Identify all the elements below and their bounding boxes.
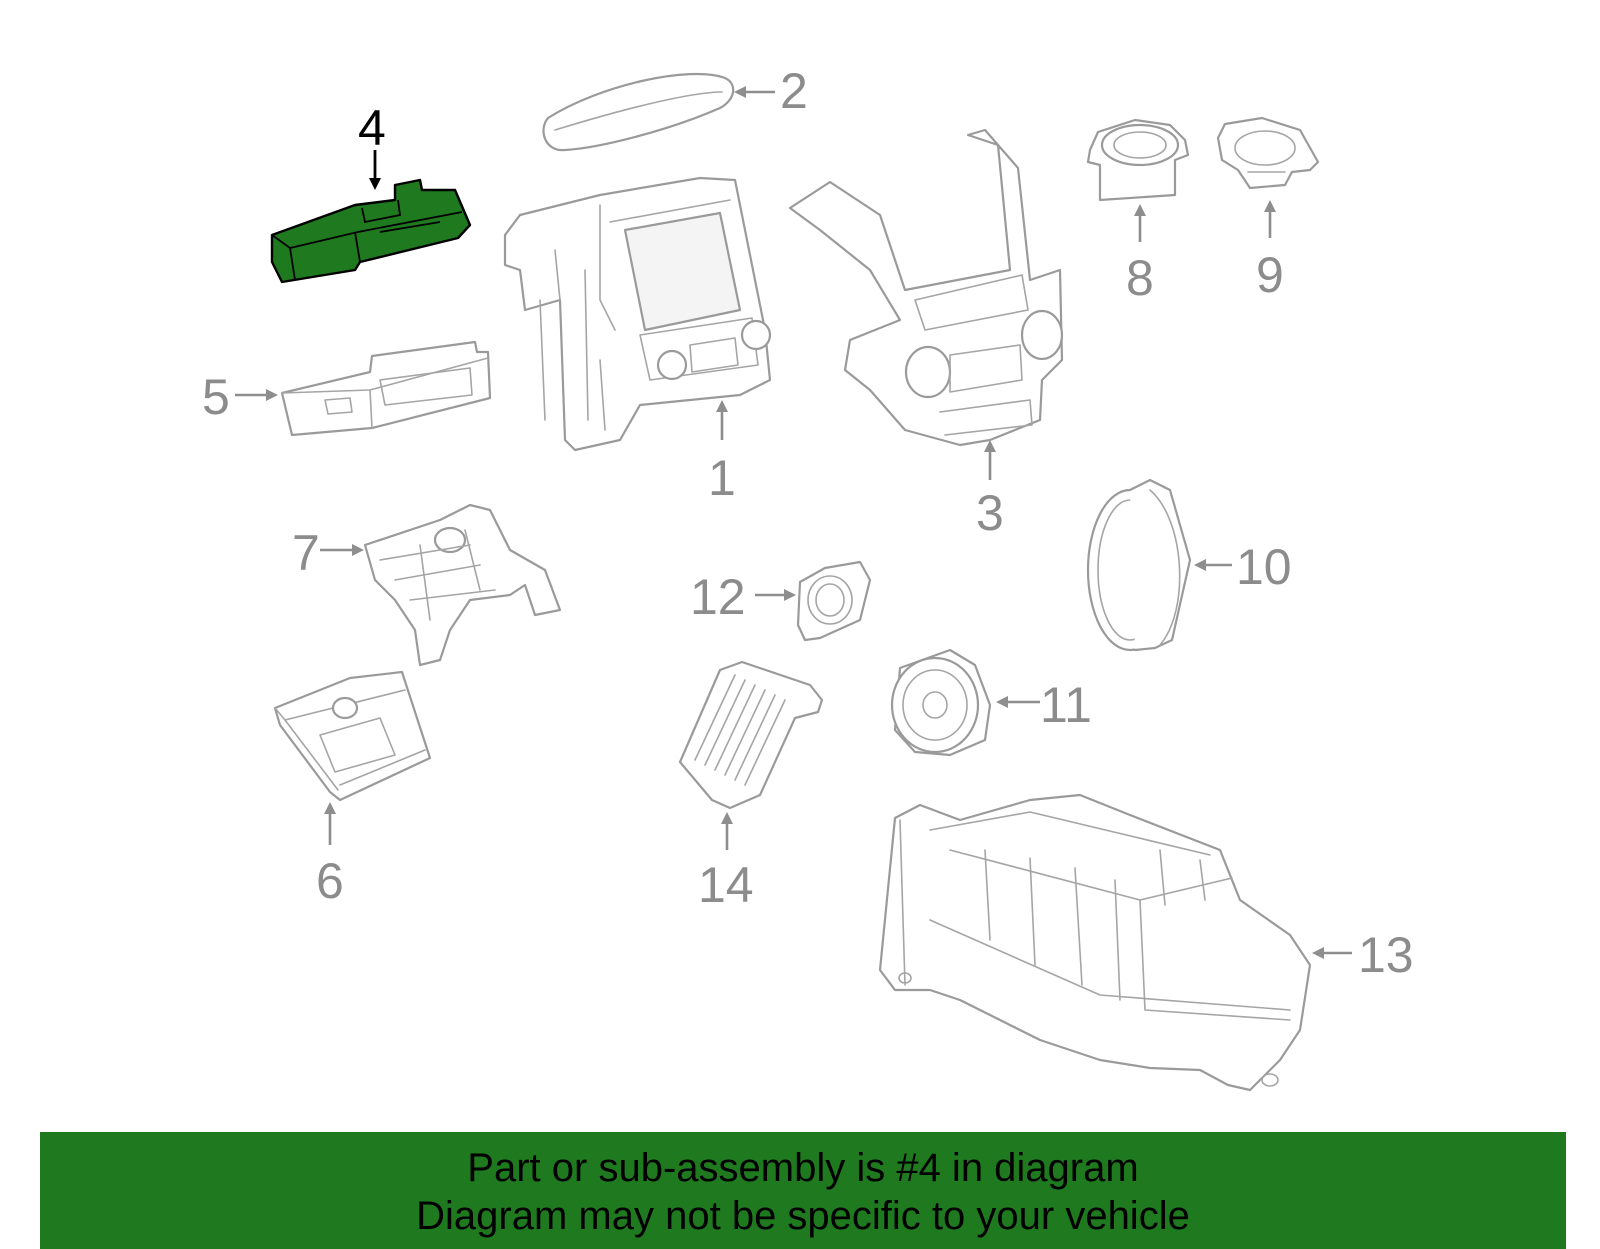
part-2-trim-cover[interactable] — [542, 72, 735, 152]
part-13-subwoofer[interactable] — [878, 793, 1312, 1092]
part-7-bracket[interactable] — [363, 503, 562, 667]
callout-7: 7 — [292, 525, 364, 581]
callout-11: 11 — [996, 677, 1092, 733]
callout-12: 12 — [690, 569, 796, 625]
part-6-module[interactable] — [273, 670, 432, 802]
part-5-control-module[interactable] — [280, 340, 492, 437]
banner-line-1: Part or sub-assembly is #4 in diagram — [467, 1146, 1139, 1190]
callout-1: 1 — [708, 400, 736, 506]
callout-2: 2 — [734, 63, 808, 119]
svg-text:6: 6 — [316, 853, 344, 909]
callout-9: 9 — [1256, 200, 1284, 303]
part-11-speaker[interactable] — [890, 648, 992, 757]
svg-text:12: 12 — [690, 569, 746, 625]
callout-3: 3 — [976, 440, 1004, 541]
svg-text:1: 1 — [708, 450, 736, 506]
callout-13: 13 — [1312, 927, 1414, 983]
part-9-tweeter[interactable] — [1216, 116, 1320, 190]
svg-text:14: 14 — [698, 857, 754, 913]
part-12-tweeter[interactable] — [796, 560, 872, 642]
callout-6: 6 — [316, 802, 344, 909]
callout-5: 5 — [202, 369, 278, 425]
callout-4: 4 — [358, 100, 386, 190]
banner-line-2: Diagram may not be specific to your vehi… — [416, 1194, 1190, 1238]
part-8-tweeter[interactable] — [1086, 118, 1190, 202]
svg-text:2: 2 — [780, 63, 808, 119]
callout-8: 8 — [1126, 204, 1154, 306]
callout-10: 10 — [1194, 539, 1292, 595]
svg-text:7: 7 — [292, 525, 320, 581]
part-1-display-assembly[interactable] — [503, 176, 772, 452]
svg-text:9: 9 — [1256, 247, 1284, 303]
svg-text:11: 11 — [1040, 677, 1092, 733]
callout-14: 14 — [698, 812, 754, 913]
part-4-radio-receiver[interactable] — [270, 178, 472, 284]
svg-text:8: 8 — [1126, 250, 1154, 306]
svg-text:13: 13 — [1358, 927, 1414, 983]
svg-text:10: 10 — [1236, 539, 1292, 595]
part-14-amplifier[interactable] — [678, 660, 824, 810]
svg-text:3: 3 — [976, 485, 1004, 541]
svg-text:4: 4 — [358, 100, 386, 156]
part-10-speaker[interactable] — [1086, 478, 1192, 652]
info-banner: Part or sub-assembly is #4 in diagram Di… — [40, 1132, 1566, 1249]
parts-diagram: 2 1 3 — [202, 63, 1414, 1092]
svg-text:5: 5 — [202, 369, 230, 425]
part-3-bezel[interactable] — [788, 128, 1064, 447]
